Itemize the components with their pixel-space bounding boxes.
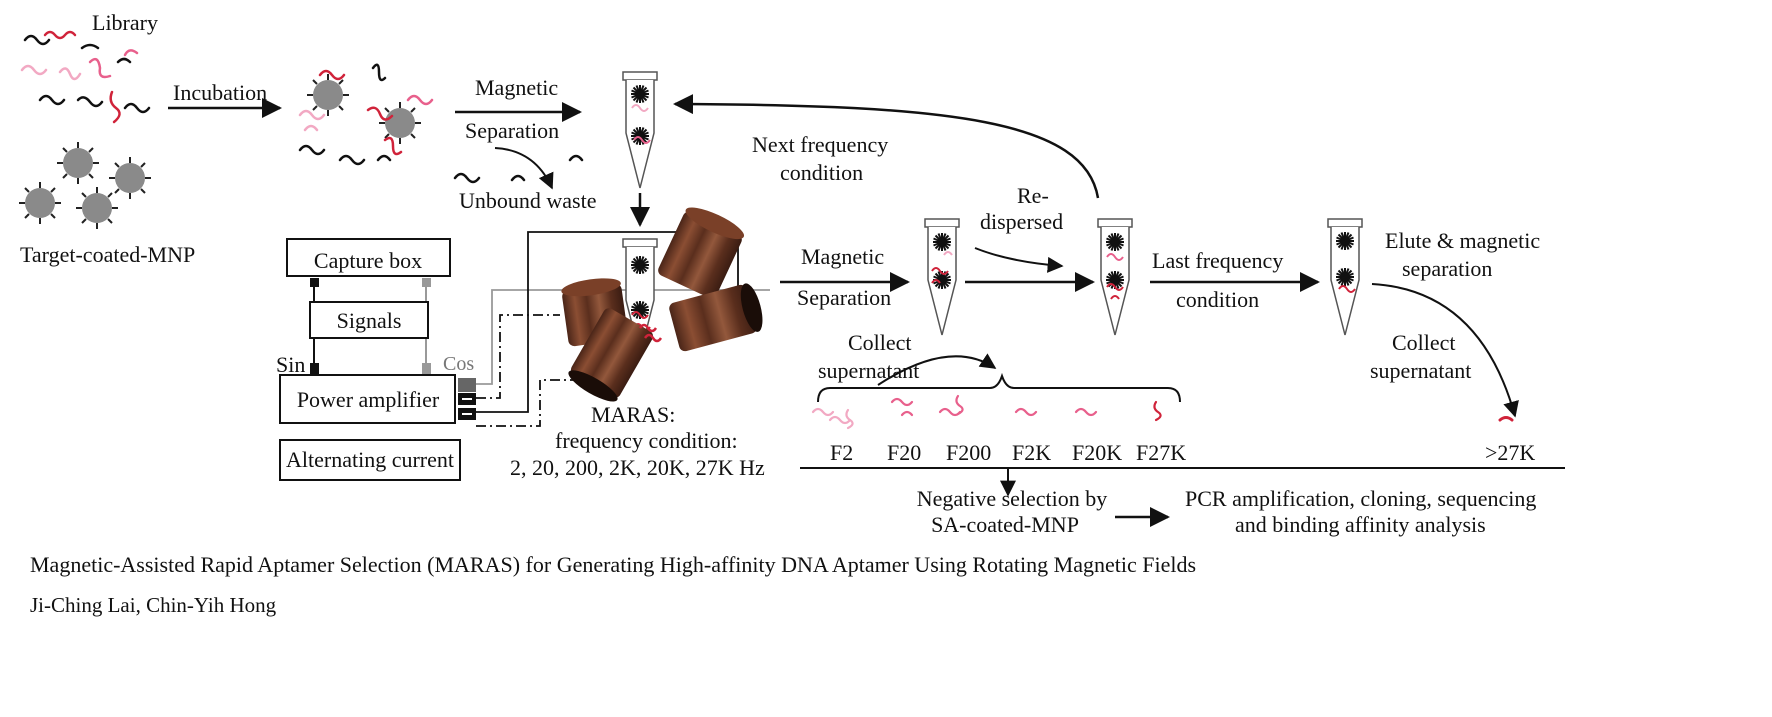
library-strands (20, 30, 151, 124)
elute-label-1: Elute & magnetic (1385, 228, 1540, 253)
fraction-label: F20 (887, 440, 921, 465)
next-frequency-arrow (673, 94, 1100, 199)
target-mnp-cluster (18, 141, 152, 230)
unbound-waste-strands (453, 154, 584, 184)
capture-box-label: Capture box (314, 248, 422, 273)
next-frequency-label-1: Next frequency (752, 132, 888, 157)
magnetic-label-1: Magnetic (475, 75, 558, 100)
collect-arrow-1 (877, 353, 997, 386)
fraction-labels: F2 F20 F200 F2K F20K F27K >27K (830, 440, 1535, 465)
negative-selection-label-1: Negative selection by (917, 486, 1108, 511)
incubation-label: Incubation (173, 80, 267, 105)
signals-label: Signals (337, 308, 402, 333)
fraction-label: F2K (1012, 440, 1051, 465)
waste-arrow (494, 147, 554, 190)
caption-title: Magnetic-Assisted Rapid Aptamer Selectio… (30, 552, 1196, 577)
fraction-label: >27K (1485, 440, 1535, 465)
power-amplifier-box (279, 374, 456, 424)
pcr-label-2: and binding affinity analysis (1235, 512, 1486, 537)
separation-label-2: Separation (797, 285, 891, 310)
signals-box (309, 301, 429, 339)
tube-2 (924, 218, 960, 336)
incubated-mixture (298, 63, 434, 166)
fraction-label: F20K (1072, 440, 1122, 465)
target-mnp-label: Target-coated-MNP (20, 242, 195, 267)
last-frequency-label-2: condition (1176, 287, 1259, 312)
elute-label-2: separation (1402, 256, 1492, 281)
collect-label-1b: supernatant (818, 358, 919, 383)
fraction-label: F200 (946, 440, 991, 465)
alternating-current-box (279, 439, 461, 481)
capture-box (286, 238, 451, 277)
collect-label-1a: Collect (848, 330, 912, 355)
pcr-label-1: PCR amplification, cloning, sequencing (1185, 486, 1536, 511)
power-amplifier-label: Power amplifier (297, 387, 440, 412)
collect-label-2b: supernatant (1370, 358, 1471, 383)
redispersed-label-1: Re- (1017, 183, 1049, 208)
maras-label-3: 2, 20, 200, 2K, 20K, 27K Hz (510, 455, 765, 480)
separation-label-1: Separation (465, 118, 559, 143)
last-frequency-label-1: Last frequency (1152, 248, 1283, 273)
tube-3 (1097, 218, 1133, 336)
cos-label: Cos (443, 353, 474, 375)
redispersed-label-2: dispersed (980, 209, 1063, 234)
next-frequency-label-2: condition (780, 160, 863, 185)
maras-magnets (561, 207, 763, 402)
redispersed-arrow (974, 247, 1064, 273)
circuit: Capture box Signals Sin Cos Power amplif… (276, 231, 770, 481)
maras-label-2: frequency condition: (555, 428, 738, 453)
fraction-brace (817, 372, 1181, 403)
magnetic-label-2: Magnetic (801, 244, 884, 269)
library-label: Library (92, 10, 158, 35)
maras-label-1: MARAS: (591, 402, 675, 427)
caption-authors: Ji-Ching Lai, Chin-Yih Hong (30, 593, 277, 617)
sin-label: Sin (276, 352, 305, 377)
tube-1 (622, 71, 658, 189)
unbound-waste-label: Unbound waste (459, 188, 596, 213)
collect-arrow-2 (1371, 283, 1519, 418)
fraction-strands (811, 394, 1514, 430)
alternating-current-label: Alternating current (286, 447, 454, 472)
negative-selection-label-2: SA-coated-MNP (931, 512, 1079, 537)
collect-label-2a: Collect (1392, 330, 1456, 355)
tube-4 (1327, 218, 1363, 336)
fraction-label: F2 (830, 440, 853, 465)
fraction-label: F27K (1136, 440, 1186, 465)
